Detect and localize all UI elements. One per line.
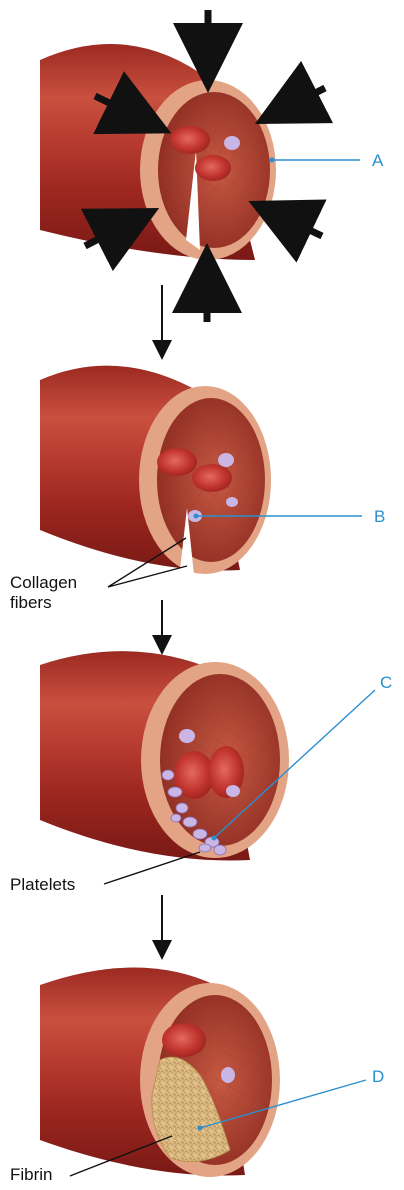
platelet — [224, 136, 240, 150]
label-b: B — [374, 507, 385, 526]
red-blood-cell — [162, 1023, 206, 1057]
red-blood-cell — [195, 155, 231, 181]
leader-dot-d — [198, 1126, 203, 1131]
label-fibrin: Fibrin — [10, 1165, 53, 1184]
platelet — [179, 729, 195, 743]
vessel-panel-collagen: B Collagen fibers — [10, 366, 385, 612]
arrow-icon — [280, 216, 322, 236]
label-collagen-line1: Collagen — [10, 573, 77, 592]
label-c: C — [380, 673, 392, 692]
vessel-panel-injury: A — [40, 10, 384, 322]
label-platelets: Platelets — [10, 875, 75, 894]
platelet — [221, 1067, 235, 1083]
label-collagen-line2: fibers — [10, 593, 52, 612]
vessel-panel-platelets: C Platelets — [10, 651, 392, 894]
red-blood-cell — [170, 126, 210, 154]
vessel-panel-fibrin: D Fibrin — [10, 968, 384, 1185]
leader-dot-c — [212, 836, 217, 841]
leader-dot-a — [270, 158, 275, 163]
label-d: D — [372, 1067, 384, 1086]
leader-line-platelets — [104, 852, 200, 884]
arrow-icon — [286, 88, 325, 108]
platelet — [218, 453, 234, 467]
label-a: A — [372, 151, 384, 170]
platelet — [226, 785, 240, 797]
leader-dot-b — [194, 514, 199, 519]
platelet — [226, 497, 238, 507]
red-blood-cell — [192, 464, 232, 492]
red-blood-cell — [157, 448, 197, 476]
